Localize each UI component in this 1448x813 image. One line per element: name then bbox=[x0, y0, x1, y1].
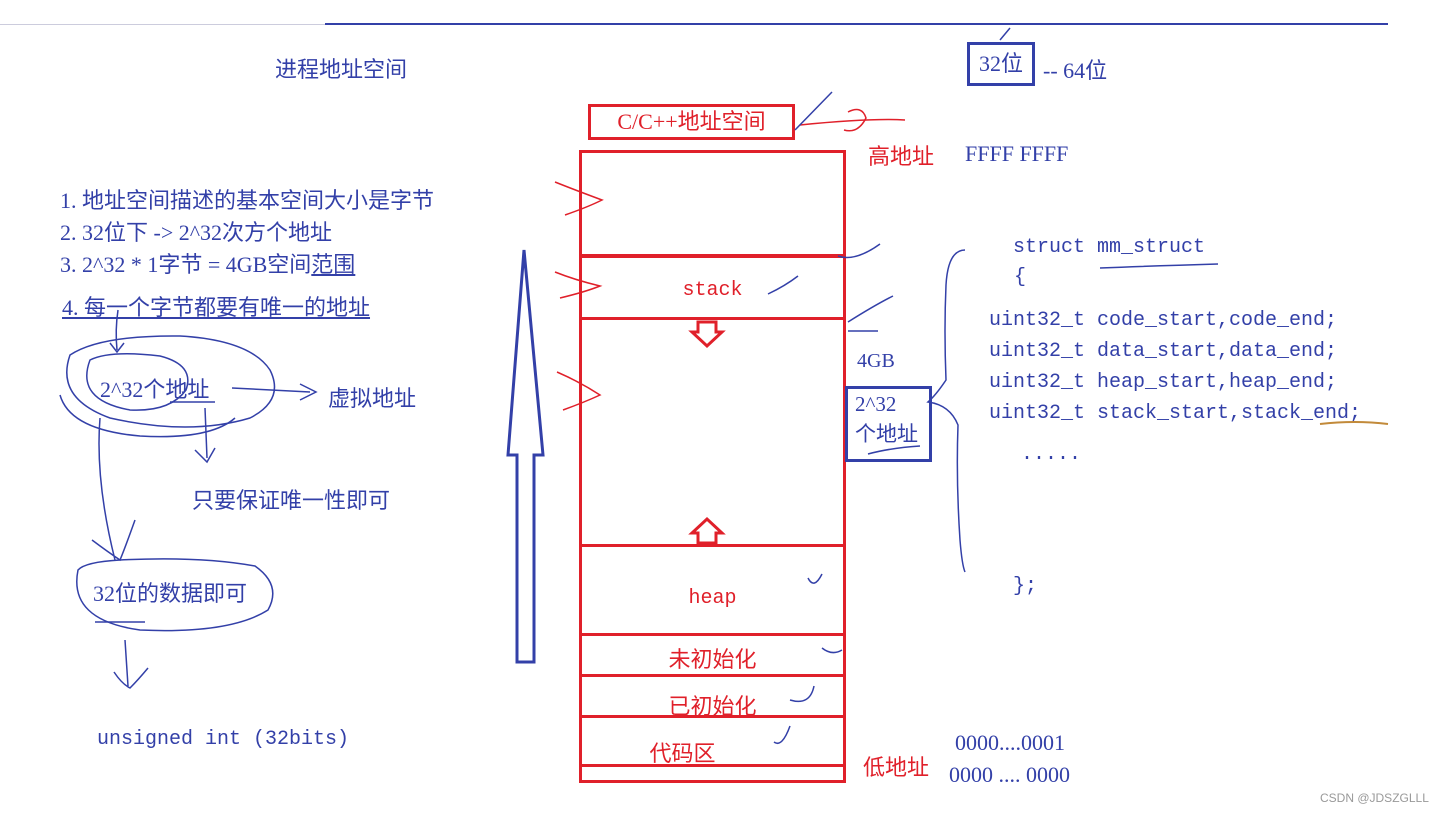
data32-ellipse bbox=[76, 558, 274, 632]
ellipse-inner bbox=[86, 353, 189, 411]
uint-note: unsigned int (32bits) bbox=[97, 728, 350, 751]
top-rule-accent bbox=[325, 23, 1388, 25]
high-address-value: FFFF FFFF bbox=[965, 141, 1069, 166]
blue-check-data bbox=[789, 685, 815, 703]
low-address-value-2: 0000 .... 0000 bbox=[949, 762, 1070, 787]
heap-grow-up-arrow bbox=[688, 516, 726, 545]
note-3-suffix: 范围 bbox=[311, 252, 356, 277]
flow-arrow-down-2 bbox=[194, 407, 216, 464]
red-pointer-line bbox=[799, 118, 906, 126]
stack-grow-down-arrow bbox=[688, 320, 726, 349]
high-address-label: 高地址 bbox=[868, 144, 935, 169]
struct-open: { bbox=[1014, 266, 1027, 289]
low-address-value-1: 0000....0001 bbox=[955, 730, 1065, 755]
blue-mark-1 bbox=[837, 243, 881, 259]
heap-label: heap bbox=[688, 587, 737, 610]
red-arrow-mark-1 bbox=[554, 181, 604, 216]
low-address-label: 低地址 bbox=[863, 755, 930, 780]
ellipse-outer bbox=[66, 335, 276, 428]
space-label: C/C++地址空间 bbox=[617, 109, 766, 134]
size-gb: 4GB bbox=[857, 350, 895, 372]
struct-brace bbox=[926, 249, 966, 573]
blue-mark-size bbox=[867, 445, 921, 455]
red-arrow-mark-3 bbox=[556, 371, 602, 411]
page-title: 进程地址空间 bbox=[275, 57, 408, 82]
struct-header: struct mm_struct bbox=[1013, 236, 1205, 259]
watermark: CSDN @JDSZGLLL bbox=[1320, 791, 1429, 805]
struct-line-3: uint32_t heap_start,heap_end; bbox=[989, 371, 1338, 394]
red-pointer-loop bbox=[843, 108, 867, 132]
flow-arrow-down-4 bbox=[113, 639, 149, 689]
bits-rest: -- 64位 bbox=[1043, 58, 1108, 83]
blue-check-code bbox=[773, 725, 791, 744]
struct-line-1: uint32_t code_start,code_end; bbox=[989, 309, 1338, 332]
stack-end-underline bbox=[1319, 421, 1389, 425]
struct-ellipsis: ..... bbox=[1021, 443, 1082, 466]
size-line-1: 2^32 bbox=[855, 392, 897, 416]
blue-check-heap bbox=[807, 573, 823, 584]
struct-header-text: struct mm_struct bbox=[1013, 236, 1206, 259]
unique-note: 只要保证唯一性即可 bbox=[192, 488, 391, 513]
note-2: 2. 32位下 -> 2^32次方个地址 bbox=[60, 220, 333, 245]
bits-boxed-text: 32位 bbox=[978, 51, 1023, 76]
blue-tick-top bbox=[999, 27, 1011, 41]
growth-up-arrow bbox=[506, 249, 545, 664]
data-label: 已初始化 bbox=[668, 694, 757, 719]
struct-line-2: uint32_t data_start,data_end; bbox=[989, 340, 1338, 363]
flow-arrow-right bbox=[231, 383, 318, 401]
addr-count-note: 2^32个地址 bbox=[100, 377, 210, 402]
segment-bottom bbox=[579, 764, 846, 783]
bss-label: 未初始化 bbox=[668, 647, 757, 672]
blue-pointer-stroke bbox=[794, 91, 833, 131]
blue-check-stack bbox=[767, 275, 799, 295]
red-arrow-mark-2 bbox=[554, 271, 603, 299]
data32-note: 32位的数据即可 bbox=[93, 581, 248, 606]
mm-struct-underline bbox=[1099, 263, 1219, 269]
code-label: 代码区 bbox=[649, 741, 716, 766]
note-4: 4. 每一个字节都要有唯一的地址 bbox=[62, 295, 371, 320]
struct-line-4: uint32_t stack_start,stack_end; bbox=[989, 402, 1362, 425]
size-line-2: 个地址 bbox=[855, 422, 918, 446]
size-box: 2^32 个地址 bbox=[845, 386, 932, 462]
note-1: 1. 地址空间描述的基本空间大小是字节 bbox=[60, 188, 435, 213]
blue-check-bss bbox=[821, 647, 843, 654]
blue-mark-2 bbox=[847, 295, 894, 323]
ellipse-third bbox=[59, 394, 236, 438]
space-label-box: C/C++地址空间 bbox=[588, 104, 795, 140]
stack-label: stack bbox=[682, 279, 743, 302]
flow-arrow-down-1 bbox=[109, 309, 125, 354]
note-3-text: 3. 2^32 * 1字节 = 4GB空间 bbox=[60, 252, 312, 277]
struct-close: }; bbox=[1013, 575, 1038, 598]
flow-arrow-down-3 bbox=[91, 417, 136, 562]
bits-box: 32位 bbox=[967, 42, 1035, 86]
virtual-address-note: 虚拟地址 bbox=[328, 386, 417, 411]
note-3: 3. 2^32 * 1字节 = 4GB空间范围 bbox=[60, 247, 355, 279]
